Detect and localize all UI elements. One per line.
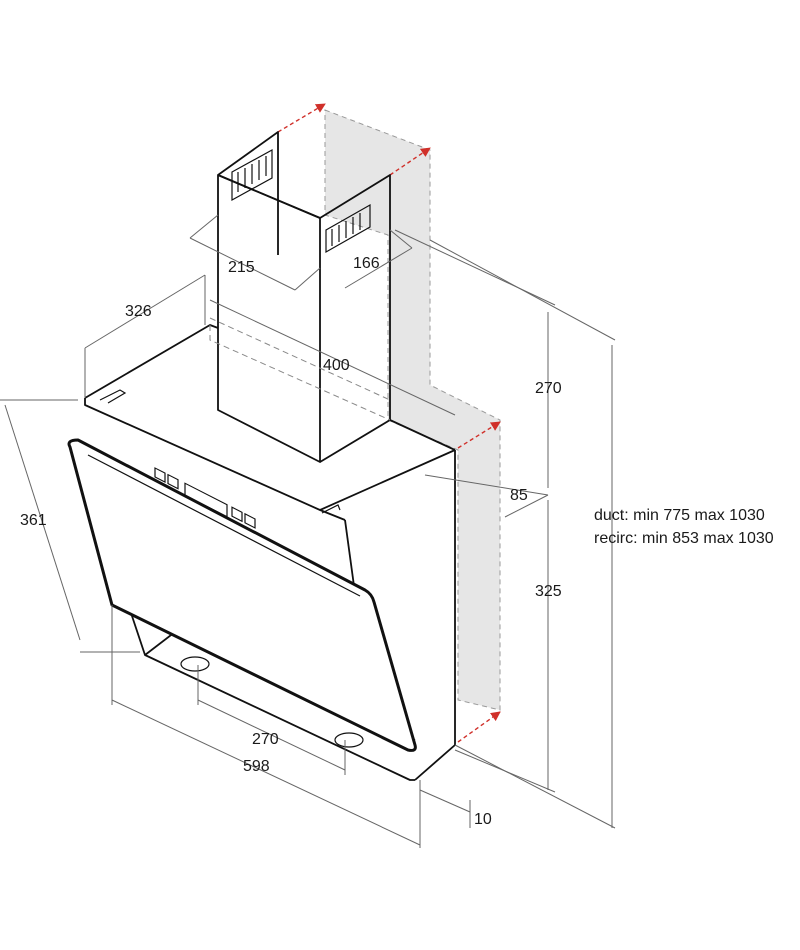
control-panel [154, 467, 256, 529]
dim-chimney-height: 270 [535, 380, 562, 397]
dim-hood-body-height: 325 [535, 583, 562, 600]
dim-glass-offset: 85 [510, 487, 528, 504]
note-recirc: recirc: min 853 max 1030 [594, 530, 774, 547]
dimension-lines [0, 214, 616, 848]
dim-hood-width: 598 [243, 758, 270, 775]
chimney-vent-right [325, 203, 371, 254]
dim-bottom-spacing: 270 [252, 731, 279, 748]
installation-notes: duct: min 775 max 1030 recirc: min 853 m… [594, 507, 774, 547]
dim-chimney-depth: 166 [353, 255, 380, 272]
glass-panel [67, 438, 417, 752]
chimney [217, 131, 391, 463]
dimension-labels: 215 166 326 400 270 325 85 361 270 598 1… [20, 255, 562, 828]
dim-bottom-offset: 10 [474, 811, 492, 828]
dim-hood-depth: 326 [125, 303, 152, 320]
note-duct: duct: min 775 max 1030 [594, 507, 765, 524]
dim-glass-height: 361 [20, 512, 47, 529]
chimney-vent-left [231, 148, 273, 202]
dim-chimney-width: 215 [228, 259, 255, 276]
wall-edge-arrows [277, 103, 501, 743]
dim-hood-inner-width: 400 [323, 357, 350, 374]
